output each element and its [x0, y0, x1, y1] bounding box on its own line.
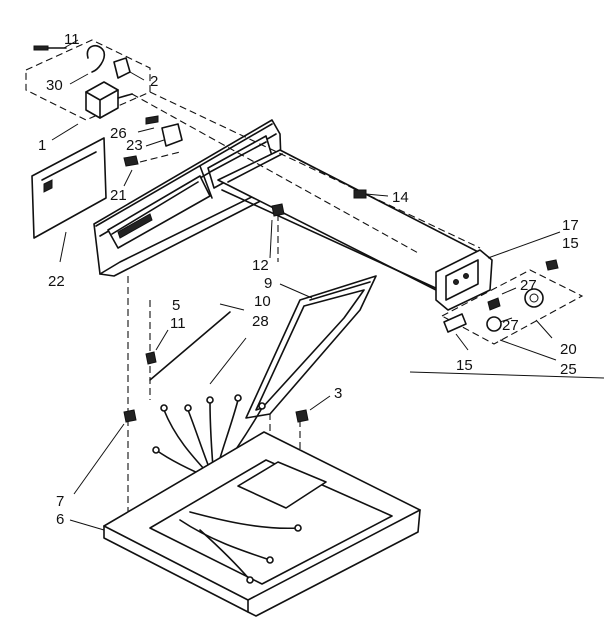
- hardware-26-23-21: [123, 115, 183, 167]
- console-5: [93, 119, 283, 277]
- callout-2: 2: [150, 73, 158, 90]
- callout-23: 23: [126, 137, 143, 154]
- top-panel-6: [69, 431, 421, 617]
- rear-rail: [217, 149, 493, 311]
- callout-25: 25: [560, 361, 577, 378]
- callout-28: 28: [252, 313, 269, 330]
- callout-11-mid: 11: [170, 315, 186, 332]
- callout-5: 5: [172, 297, 180, 314]
- callout-26: 26: [110, 125, 127, 142]
- callout-1: 1: [38, 137, 46, 154]
- leader-lines-top: [51, 39, 165, 187]
- lint-filter-9: [245, 275, 377, 419]
- callout-20: 20: [560, 341, 577, 358]
- screw-14: [353, 189, 389, 199]
- callout-labels: 11 30 2 1 26 23 21 22 14 17 15 12 5 9 10…: [38, 31, 579, 528]
- callout-27-bot: 27: [502, 317, 519, 334]
- callout-7: 7: [56, 493, 64, 510]
- callout-17: 17: [562, 217, 579, 234]
- callout-27-top: 27: [520, 277, 537, 294]
- callout-6: 6: [56, 511, 64, 528]
- callout-9: 9: [264, 275, 272, 292]
- callout-3: 3: [334, 385, 342, 402]
- control-knobs-assembly: [409, 231, 605, 379]
- callout-15-bot: 15: [456, 357, 473, 374]
- callout-22: 22: [48, 273, 65, 290]
- callout-15-top: 15: [562, 235, 579, 252]
- callout-21: 21: [110, 187, 127, 204]
- callout-12: 12: [252, 257, 269, 274]
- callout-30: 30: [46, 77, 63, 94]
- cover-panel-22: [31, 137, 107, 263]
- screw-3: [295, 395, 331, 423]
- switch-assembly: [25, 39, 151, 121]
- callout-14: 14: [392, 189, 409, 206]
- screw-7: [73, 409, 137, 495]
- screw-12: [269, 203, 285, 259]
- callout-11-top: 11: [64, 31, 80, 48]
- callout-10: 10: [254, 293, 271, 310]
